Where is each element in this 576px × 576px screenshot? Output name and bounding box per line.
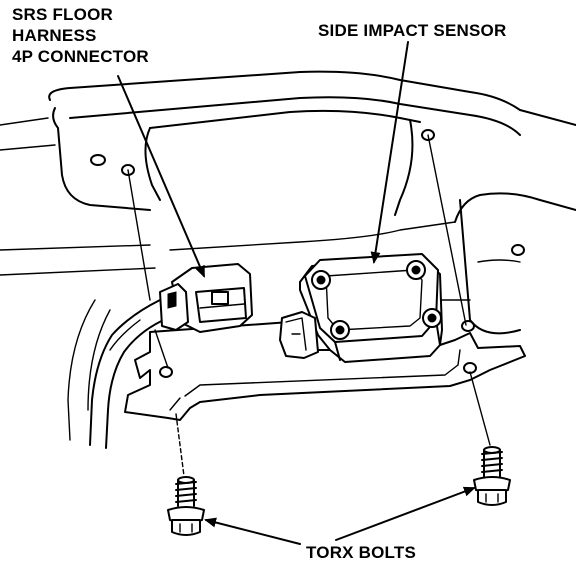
- leader-lines: [117, 41, 491, 545]
- side-impact-sensor-label: SIDE IMPACT SENSOR: [318, 21, 507, 40]
- srs-floor-harness-connector: [159, 263, 253, 333]
- torx-bolt-right: [473, 446, 511, 506]
- harness-label-line-1: SRS FLOOR: [12, 5, 113, 24]
- harness-label-line-2: HARNESS: [12, 26, 97, 45]
- torx-bolt-left: [167, 476, 205, 536]
- side-impact-sensor: [279, 253, 443, 363]
- body-panel: [0, 70, 576, 441]
- harness-connector-label: SRS FLOOR HARNESS 4P CONNECTOR: [12, 4, 149, 67]
- harness-wires: [89, 299, 169, 449]
- torx-bolts-label: TORX BOLTS: [306, 543, 416, 562]
- harness-label-line-3: 4P CONNECTOR: [12, 47, 149, 66]
